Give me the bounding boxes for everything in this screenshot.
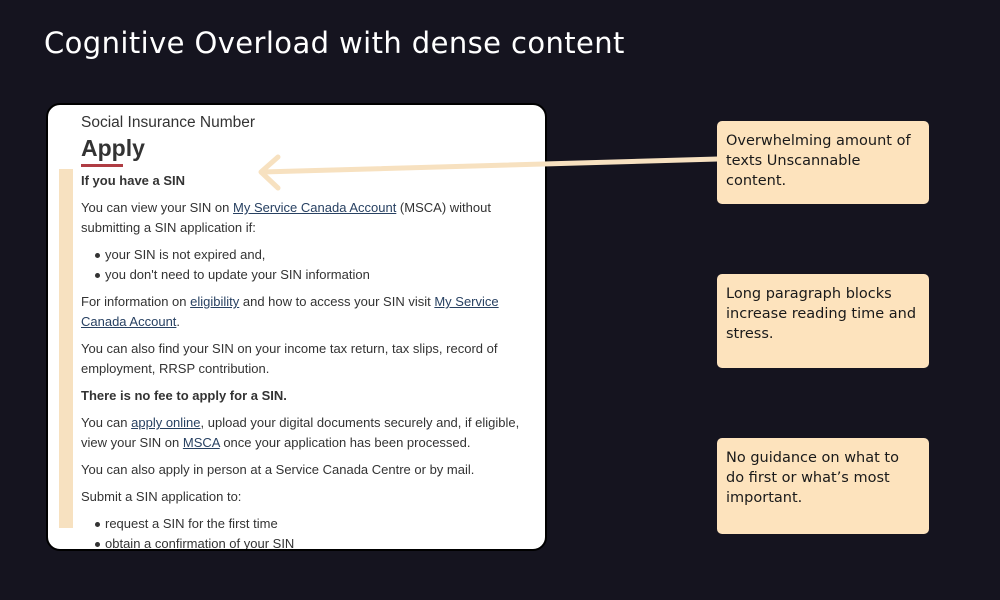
- paragraph-no-fee: There is no fee to apply for a SIN.: [81, 388, 287, 403]
- msca-link[interactable]: My Service Canada Account: [233, 200, 397, 215]
- paragraph-in-person: You can also apply in person at a Servic…: [81, 462, 475, 477]
- eligibility-link[interactable]: eligibility: [190, 294, 240, 309]
- msca-link-3[interactable]: MSCA: [182, 435, 220, 450]
- submit-reasons-list: request a SIN for the first time obtain …: [81, 514, 536, 549]
- msca-link-2[interactable]: My Service Canada Account: [81, 294, 499, 329]
- paragraph-submit: Submit a SIN application to:: [81, 489, 242, 504]
- page-header: Social Insurance Number Apply: [81, 113, 531, 167]
- apply-online-link[interactable]: apply online: [131, 415, 201, 430]
- list-item: your SIN is not expired and,: [81, 245, 536, 265]
- page-heading: Apply: [81, 135, 145, 161]
- section-title: If you have a SIN: [81, 173, 186, 188]
- paragraph-text: You can view your SIN on: [81, 200, 233, 215]
- conditions-list: your SIN is not expired and, you don't n…: [81, 245, 536, 285]
- page-content: If you have a SIN You can view your SIN …: [81, 171, 536, 549]
- paragraph-text: , upload your digital documents securely…: [81, 415, 520, 450]
- note-overwhelming: Overwhelming amount of texts Unscannable…: [717, 121, 929, 204]
- paragraph-text: You can: [81, 415, 132, 430]
- highlight-bar: [59, 169, 73, 528]
- page-eyebrow: Social Insurance Number: [81, 114, 256, 131]
- paragraph-tax: You can also find your SIN on your incom…: [81, 341, 498, 376]
- paragraph-text: .: [176, 314, 181, 329]
- list-item: request a SIN for the first time: [81, 514, 536, 534]
- list-item: obtain a confirmation of your SIN: [81, 534, 536, 549]
- paragraph-text: (MSCA) without submitting a SIN applicat…: [81, 200, 491, 235]
- paragraph-text: For information on: [81, 294, 191, 309]
- slide-title: Cognitive Overload with dense content: [44, 26, 625, 60]
- paragraph-text: once your application has been processed…: [219, 435, 471, 450]
- note-no-guidance: No guidance on what to do first or what’…: [717, 438, 929, 534]
- paragraph-apply-online: You can apply online, upload your digita…: [81, 413, 536, 453]
- note-long-paragraphs: Long paragraph blocks increase reading t…: [717, 274, 929, 368]
- paragraph-msca: You can view your SIN on My Service Cana…: [81, 198, 536, 238]
- list-item: you don't need to update your SIN inform…: [81, 265, 536, 285]
- paragraph-eligibility: For information on eligibility and how t…: [81, 292, 536, 332]
- heading-underline: [81, 164, 123, 167]
- screenshot-card: Social Insurance Number Apply If you hav…: [46, 103, 547, 551]
- paragraph-text: and how to access your SIN visit: [239, 294, 435, 309]
